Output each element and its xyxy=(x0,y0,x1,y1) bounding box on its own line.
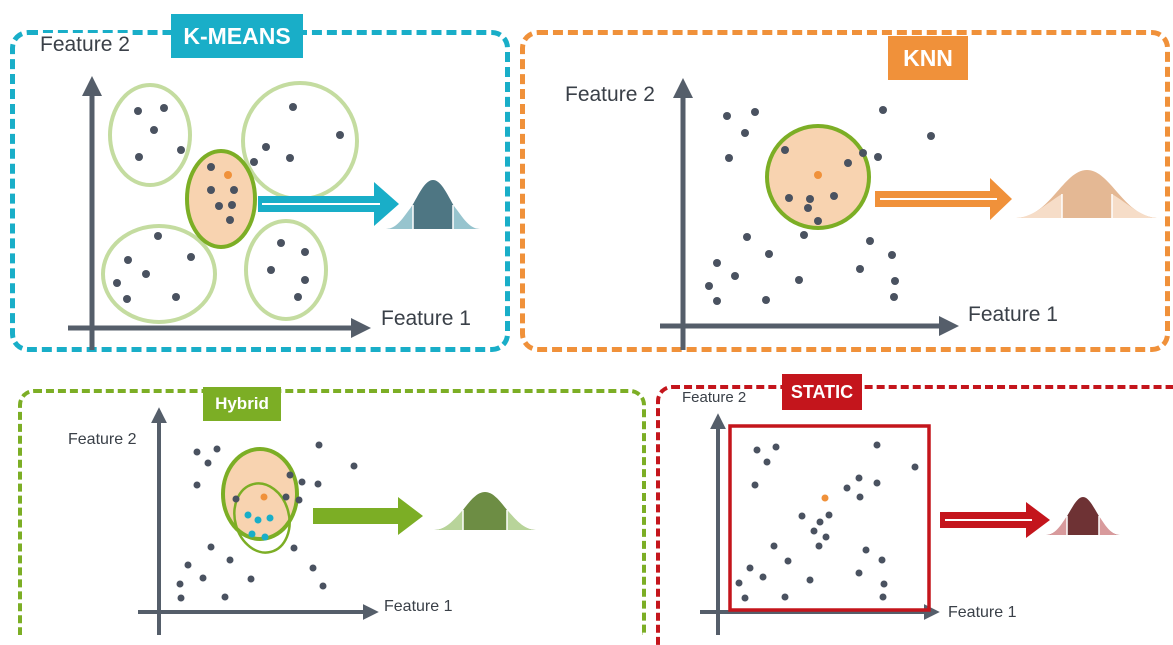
knn-panel xyxy=(520,30,1170,352)
static-query-point xyxy=(821,494,829,502)
hybrid-arrow xyxy=(313,497,423,535)
kmeans-distribution xyxy=(386,180,480,229)
static-y-axis-label: Feature 2 xyxy=(680,389,749,406)
kmeans-y-axis-label: Feature 2 xyxy=(38,33,132,57)
knn-x-axis-label: Feature 1 xyxy=(968,303,1058,326)
static-distribution xyxy=(1046,497,1120,535)
static-points xyxy=(735,441,919,602)
static-axes xyxy=(700,413,940,635)
knn-arrow xyxy=(875,178,1012,220)
hybrid-knn-region xyxy=(221,447,299,541)
knn-title-badge: KNN xyxy=(888,36,968,80)
knn-points xyxy=(705,106,935,305)
hybrid-title-badge: Hybrid xyxy=(203,387,281,421)
knn-y-axis-label: Feature 2 xyxy=(565,83,655,106)
kmeans-query-point xyxy=(224,171,232,179)
kmeans-x-axis-label: Feature 1 xyxy=(381,307,471,330)
kmeans-selected-cluster xyxy=(185,149,257,249)
hybrid-axes xyxy=(138,407,379,635)
knn-axes xyxy=(660,78,959,350)
hybrid-query-point xyxy=(260,493,268,501)
static-x-axis-label: Feature 1 xyxy=(948,604,1017,621)
hybrid-y-axis-label: Feature 2 xyxy=(68,431,137,448)
hybrid-kmeans-region xyxy=(233,482,291,554)
hybrid-cluster-points xyxy=(244,511,274,541)
static-panel xyxy=(656,385,1173,645)
hybrid-panel xyxy=(18,389,646,635)
kmeans-title-badge: K-MEANS xyxy=(171,14,303,58)
static-window xyxy=(728,424,931,612)
knn-distribution xyxy=(1015,170,1159,218)
static-title-badge: STATIC xyxy=(782,374,862,410)
static-arrow xyxy=(940,502,1050,538)
kmeans-axes xyxy=(68,76,371,350)
hybrid-x-axis-label: Feature 1 xyxy=(384,598,453,615)
kmeans-points xyxy=(113,103,344,303)
kmeans-arrow xyxy=(258,182,399,226)
hybrid-points xyxy=(176,441,358,602)
hybrid-distribution xyxy=(434,492,536,530)
knn-query-point xyxy=(814,171,822,179)
